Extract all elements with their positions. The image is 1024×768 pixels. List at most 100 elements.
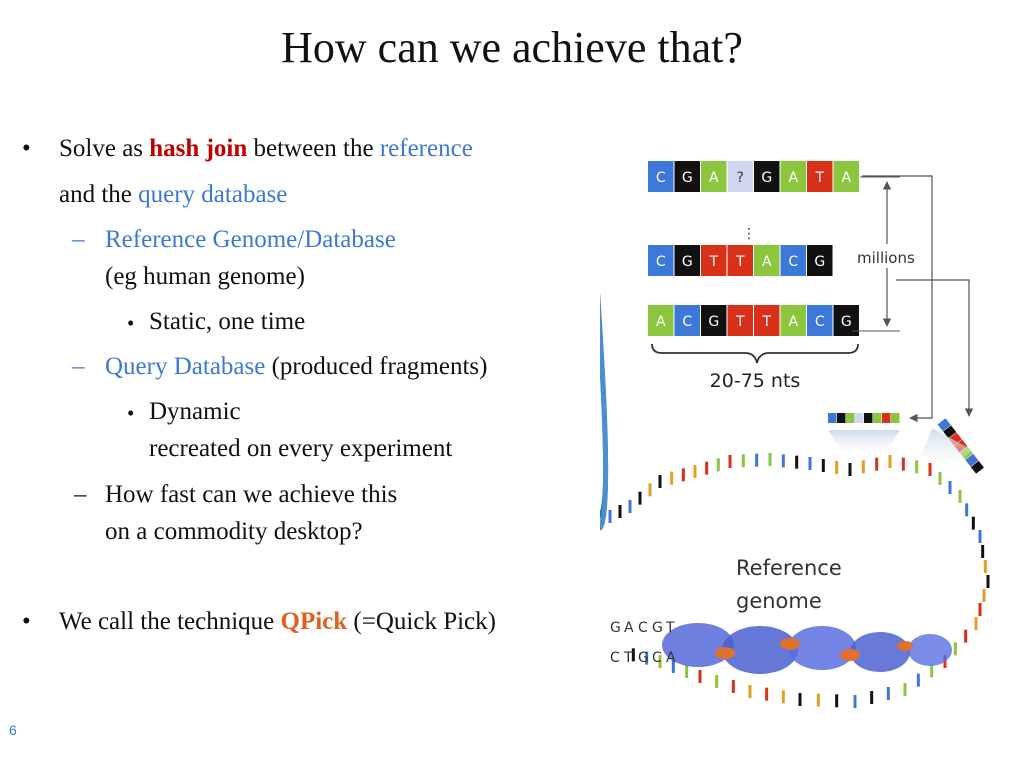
highlight-reference: reference [379,135,473,162]
nucleotide-letter: G [814,254,825,270]
text-run: Solve as [59,135,150,162]
sub-1-item-1: Static, one time [149,308,306,335]
nucleotide-cell [727,161,753,192]
third-bullet-dot: • [127,401,135,425]
highlight-hash-join: hash join [149,135,248,162]
reference-label-line-1: Reference [736,556,842,580]
reference-label-line-2: genome [736,589,822,613]
nucleotide-cell [780,245,806,276]
nucleotide-cell [674,245,700,276]
strand-letter: C [652,650,662,666]
small-nucleotide [828,413,837,423]
nucleotide-cell [833,161,859,192]
nucleotide-letter: A [709,170,719,186]
nucleotide-cell [701,245,727,276]
small-nucleotide [837,413,846,423]
strand-letter: T [665,620,675,636]
length-bracket [651,343,859,364]
sub-bullet-dash: – [74,481,87,508]
nucleotide-cell [727,245,753,276]
dna-base-pairs [600,453,990,708]
text-run: between the [247,135,380,162]
bullet-dot: • [22,608,31,635]
nucleotide-cell [780,305,806,336]
sub-3-line-1: How fast can we achieve this [105,481,398,508]
nucleotide-cell [727,305,753,336]
nucleotide-letter: T [735,254,745,270]
small-nucleotide [970,460,984,474]
small-nucleotide [846,413,855,423]
nucleotide-cell [754,305,780,336]
page-number: 6 [9,722,17,738]
small-nucleotide [891,413,900,423]
bullet-dot: • [22,135,31,162]
projection-beam [922,428,972,474]
strand-letter: T [623,650,633,666]
nucleotide-cell [780,161,806,192]
small-read [828,413,900,423]
chromatin-cluster [662,623,952,674]
nucleotide-letter: T [708,254,718,270]
nucleotide-letter: ? [737,170,744,186]
small-nucleotide [943,425,957,439]
third-bullet-dot: • [127,311,135,335]
strand-letter: G [638,650,649,666]
nucleotide-letter: A [788,170,798,186]
sub-3-line-2: on a commodity desktop? [105,518,363,545]
arrow-to-read-2 [896,279,974,417]
strand-letter: C [638,620,648,636]
millions-dimension: millions [852,176,915,332]
sub-2-item-1-line-2: recreated on every experiment [149,435,453,462]
text-run: We call the technique [59,608,281,635]
nucleotide-cell [701,161,727,192]
nucleotide-letter: G [761,170,772,186]
sub-1-line-1: Reference Genome/Database [105,226,396,253]
nucleotide-letter: A [841,170,851,186]
nucleotide-cell [754,161,780,192]
sub-bullet-dash: – [72,226,85,253]
small-nucleotide [855,413,864,423]
highlight-query-database-2: Query Database [105,353,266,380]
nucleotide-cell [701,305,727,336]
small-nucleotide [882,413,891,423]
nucleotide-cell [807,161,833,192]
bullet-1-line-1: Solve as hash join between the reference [59,132,473,166]
text-run: (=Quick Pick) [347,608,496,635]
small-nucleotide [873,413,882,423]
small-nucleotide [937,418,951,432]
strand-letter: A [666,650,676,666]
projection-beam [828,430,900,458]
strand-letter: C [610,650,620,666]
nucleotide-cell [754,245,780,276]
length-label: 20-75 nts [710,370,801,392]
sub-2-line-1: Query Database (produced fragments) [105,350,487,384]
nucleotide-letter: T [814,170,824,186]
nucleotide-cell [674,161,700,192]
nucleotide-letter: A [762,254,772,270]
nucleotide-letter: G [682,254,693,270]
nucleotide-letter: A [788,314,798,330]
nucleotide-letter: G [708,314,719,330]
slide-title: How can we achieve that? [281,23,743,72]
nucleotide-letter: C [682,314,692,330]
sub-bullet-dash: – [72,353,85,380]
nucleotide-cell [648,245,674,276]
read-ellipsis: ⋮ [742,226,756,242]
sub-2-item-1-line-1: Dynamic [149,398,241,425]
strand-letter: A [624,620,634,636]
millions-label: millions [857,249,915,267]
nucleotide-letter: C [656,254,666,270]
nucleotide-cell [807,245,833,276]
nucleotide-cell [648,305,674,336]
nucleotide-letter: T [761,314,771,330]
nucleotide-cell [674,305,700,336]
highlight-query-database: query database [138,181,288,208]
nucleotide-letter: A [656,314,666,330]
nucleotide-letter: T [735,314,745,330]
text-run: and the [59,181,139,208]
bullet-1-line-2: and the query database [59,178,287,212]
